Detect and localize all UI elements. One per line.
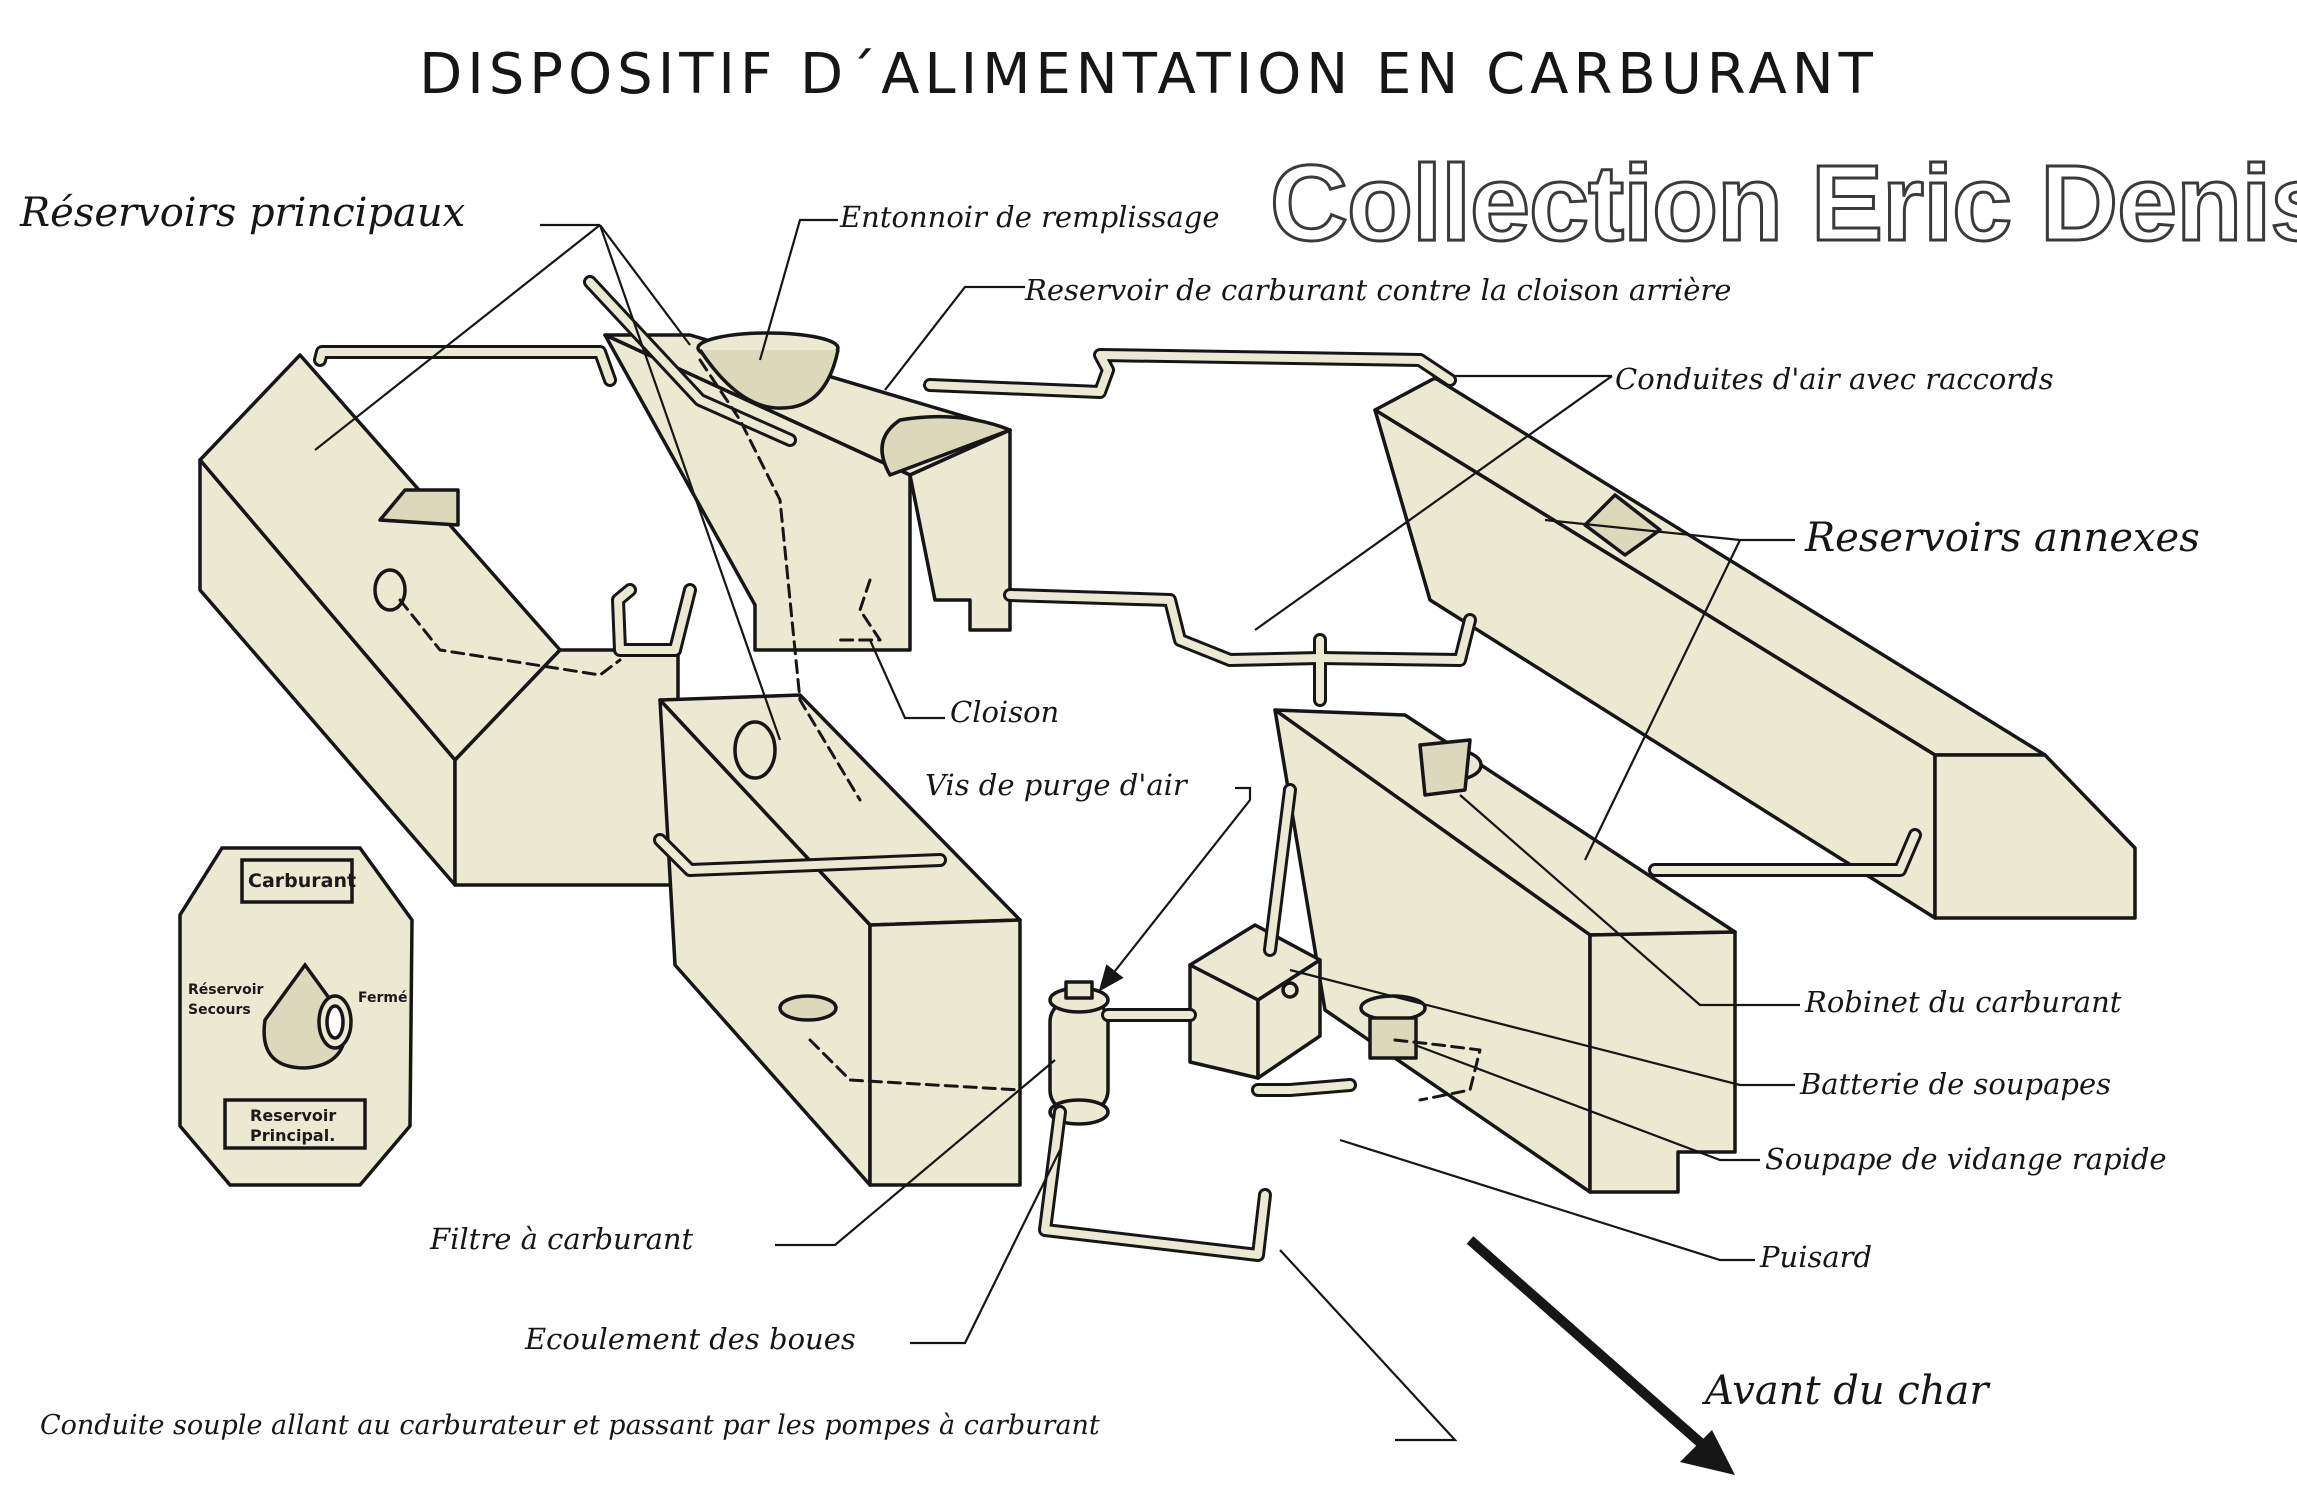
label-batterie: Batterie de soupapes (1800, 1067, 2112, 1101)
label-conduite-souple: Conduite souple allant au carburateur et… (40, 1410, 1100, 1441)
valve-battery (1188, 923, 1322, 1080)
diagram-title: DISPOSITIF D´ALIMENTATION EN CARBURANT (419, 42, 1878, 107)
label-reservoirs-principaux: Réservoirs principaux (20, 190, 466, 236)
front-direction-arrow (1466, 1236, 1735, 1475)
plate-label-ferme: Fermé (358, 990, 408, 1006)
label-ecoulement: Ecoulement des boues (525, 1322, 856, 1356)
label-soupape-vidange: Soupape de vidange rapide (1765, 1142, 2167, 1176)
label-puisard: Puisard (1760, 1240, 1873, 1274)
front-tank-left (658, 693, 1022, 1187)
label-reservoir-cloison: Reservoir de carburant contre la cloison… (1025, 273, 1732, 307)
label-avant-char: Avant du char (1705, 1368, 1989, 1414)
collection-watermark: Collection Eric Denis (1268, 141, 2297, 265)
plate-label-carburant: Carburant (248, 870, 357, 892)
plate-label-reserve-line1: Réservoir (188, 982, 264, 998)
leader-lines (314, 218, 1800, 1442)
label-cloison: Cloison (950, 695, 1060, 729)
front-tank-right (1273, 708, 1737, 1194)
plate-label-reserve-line2: Secours (188, 1002, 251, 1018)
label-conduites-air: Conduites d'air avec raccords (1615, 362, 2054, 396)
annex-tank-right (1373, 376, 2137, 920)
main-tank-left (198, 353, 680, 887)
sump (1359, 994, 1427, 1060)
fuel-pipes (313, 275, 1922, 1262)
label-robinet: Robinet du carburant (1805, 985, 2122, 1019)
plate-label-principal-line1: Reservoir (250, 1106, 337, 1125)
selector-plate (178, 846, 414, 1187)
label-filtre: Filtre à carburant (430, 1222, 694, 1256)
plate-label-principal-line2: Principal. (250, 1126, 336, 1145)
label-entonnoir: Entonnoir de remplissage (840, 200, 1220, 234)
label-vis-purge: Vis de purge d'air (925, 768, 1187, 802)
label-reservoirs-annexes: Reservoirs annexes (1805, 515, 2200, 561)
fuel-filter (1048, 980, 1110, 1126)
